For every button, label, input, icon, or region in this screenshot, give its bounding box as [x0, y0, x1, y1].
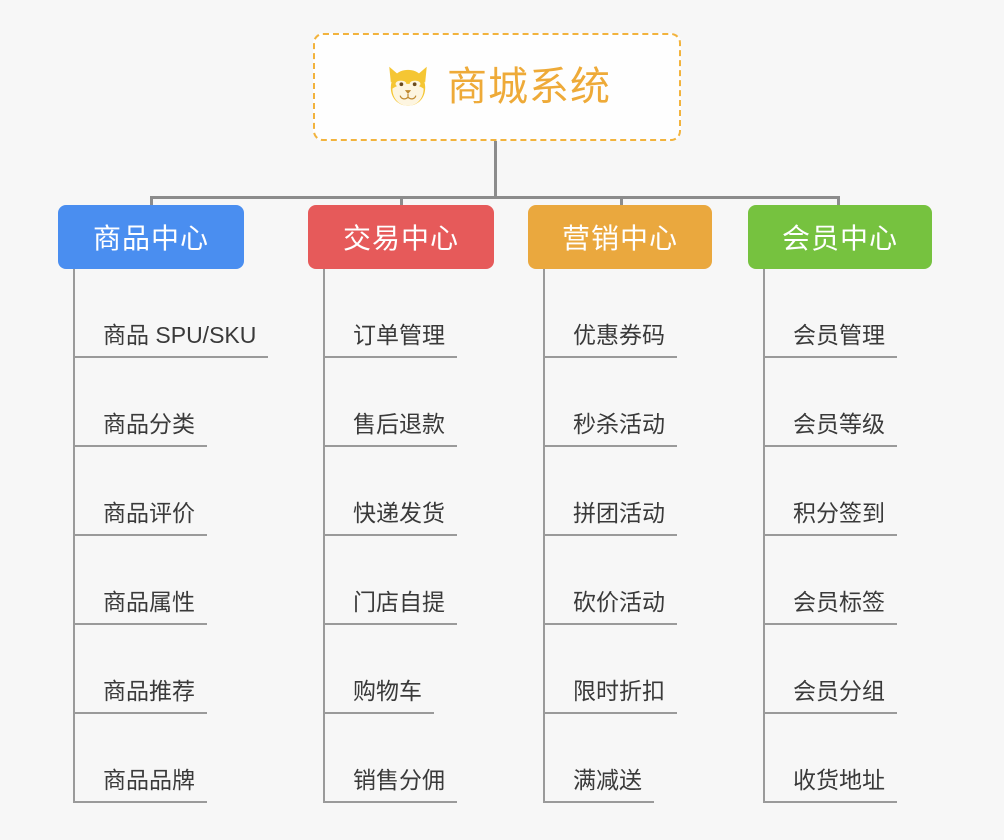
leaf-label: 商品属性 — [73, 589, 207, 625]
connector-drop-1 — [150, 196, 153, 208]
leaf-label: 拼团活动 — [543, 500, 677, 536]
leaf-item[interactable]: 商品分类 — [73, 358, 268, 447]
leaf-item[interactable]: 优惠券码 — [543, 269, 677, 358]
leaf-label: 优惠券码 — [543, 322, 677, 358]
leaf-item[interactable]: 收货地址 — [763, 714, 897, 803]
leaf-label: 商品推荐 — [73, 678, 207, 714]
leaf-item[interactable]: 商品 SPU/SKU — [73, 269, 269, 358]
leaf-label: 商品 SPU/SKU — [73, 322, 269, 358]
leaf-label: 收货地址 — [763, 767, 897, 803]
branch-header-label: 营销中心 — [561, 223, 678, 254]
connector-horizontal-bus — [150, 196, 840, 199]
branch-spine-4 — [763, 269, 765, 803]
leaf-item[interactable]: 销售分佣 — [323, 714, 457, 803]
leaf-label: 购物车 — [323, 678, 434, 714]
leaf-label: 门店自提 — [323, 589, 457, 625]
leaf-item[interactable]: 商品品牌 — [73, 714, 268, 803]
leaf-item[interactable]: 商品评价 — [73, 447, 268, 536]
leaf-item[interactable]: 秒杀活动 — [543, 358, 677, 447]
branch-header-3[interactable]: 营销中心 — [528, 205, 712, 269]
branch-header-4[interactable]: 会员中心 — [748, 205, 932, 269]
leaf-label: 秒杀活动 — [543, 411, 677, 447]
leaf-item[interactable]: 拼团活动 — [543, 447, 677, 536]
leaf-label: 积分签到 — [763, 500, 897, 536]
leaf-label: 商品品牌 — [73, 767, 207, 803]
connector-drop-2 — [400, 196, 403, 208]
leaf-label: 会员等级 — [763, 411, 897, 447]
branch-spine-3 — [543, 269, 545, 803]
leaf-item[interactable]: 门店自提 — [323, 536, 457, 625]
branch-header-label: 交易中心 — [342, 223, 459, 254]
leaf-label: 会员标签 — [763, 589, 897, 625]
leaf-label: 会员管理 — [763, 322, 897, 358]
root-title: 商城系统 — [447, 65, 611, 109]
leaf-item[interactable]: 订单管理 — [323, 269, 457, 358]
leaf-item[interactable]: 售后退款 — [323, 358, 457, 447]
leaf-item[interactable]: 限时折扣 — [543, 625, 677, 714]
connector-root-stem — [494, 141, 497, 199]
leaf-item[interactable]: 商品推荐 — [73, 625, 268, 714]
branch-spine-2 — [323, 269, 325, 803]
leaf-item[interactable]: 砍价活动 — [543, 536, 677, 625]
connector-drop-3 — [620, 196, 623, 208]
leaf-item[interactable]: 购物车 — [323, 625, 457, 714]
leaf-item[interactable]: 满减送 — [543, 714, 677, 803]
connector-drop-4 — [837, 196, 840, 208]
leaf-list-2: 订单管理 售后退款 快递发货 门店自提 购物车 销售分佣 — [323, 269, 457, 803]
leaf-item[interactable]: 会员管理 — [763, 269, 897, 358]
branch-spine-1 — [73, 269, 75, 803]
branch-header-label: 会员中心 — [781, 223, 898, 254]
leaf-label: 订单管理 — [323, 322, 457, 358]
leaf-label: 快递发货 — [323, 500, 457, 536]
leaf-label: 销售分佣 — [323, 767, 457, 803]
branch-header-label: 商品中心 — [92, 223, 209, 254]
leaf-label: 售后退款 — [323, 411, 457, 447]
leaf-list-3: 优惠券码 秒杀活动 拼团活动 砍价活动 限时折扣 满减送 — [543, 269, 677, 803]
leaf-label: 商品分类 — [73, 411, 207, 447]
leaf-label: 会员分组 — [763, 678, 897, 714]
shiba-dog-face-icon — [383, 62, 433, 112]
branch-header-2[interactable]: 交易中心 — [308, 205, 494, 269]
leaf-list-4: 会员管理 会员等级 积分签到 会员标签 会员分组 收货地址 — [763, 269, 897, 803]
leaf-label: 满减送 — [543, 767, 654, 803]
leaf-item[interactable]: 积分签到 — [763, 447, 897, 536]
leaf-label: 限时折扣 — [543, 678, 677, 714]
leaf-label: 砍价活动 — [543, 589, 677, 625]
root-node[interactable]: 商城系统 — [313, 33, 681, 141]
leaf-item[interactable]: 快递发货 — [323, 447, 457, 536]
leaf-item[interactable]: 会员分组 — [763, 625, 897, 714]
leaf-label: 商品评价 — [73, 500, 207, 536]
leaf-item[interactable]: 会员标签 — [763, 536, 897, 625]
leaf-item[interactable]: 会员等级 — [763, 358, 897, 447]
branch-header-1[interactable]: 商品中心 — [58, 205, 244, 269]
leaf-item[interactable]: 商品属性 — [73, 536, 268, 625]
leaf-list-1: 商品 SPU/SKU 商品分类 商品评价 商品属性 商品推荐 商品品牌 — [73, 269, 269, 803]
